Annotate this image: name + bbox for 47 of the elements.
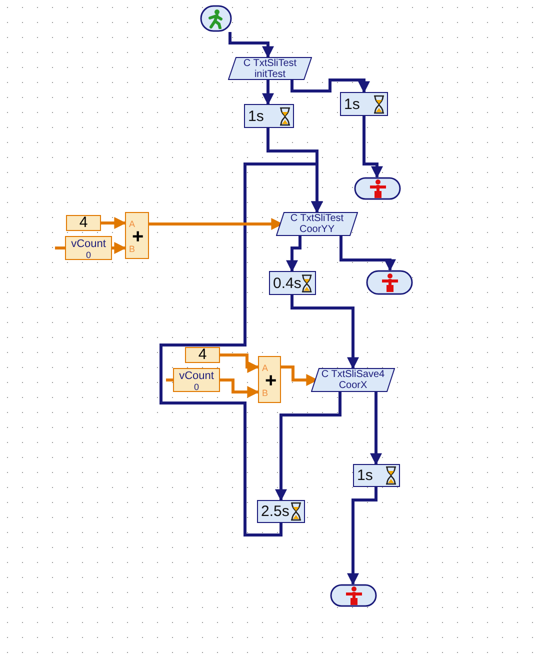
variable-box	[65, 236, 112, 260]
connector	[55, 246, 65, 250]
wait-time: 1s	[248, 108, 264, 124]
subprogram-name: CoorX	[338, 380, 368, 391]
connector	[275, 392, 342, 502]
connector	[290, 78, 370, 94]
wait-time: 1s	[344, 96, 360, 112]
input-port-label: A	[129, 219, 136, 229]
wait-block	[340, 92, 388, 116]
wait-time: 1s	[357, 467, 373, 484]
subprogram-name: initTest	[253, 69, 287, 80]
variable-box	[173, 368, 220, 392]
wait-time: 0.4s	[273, 274, 302, 292]
variable-value: 0	[84, 250, 92, 260]
constant-box: 4	[185, 347, 220, 363]
subprogram-title: C TxtSliTest	[242, 58, 298, 69]
connector	[362, 116, 383, 178]
constant-box: 4	[66, 215, 101, 231]
connector	[220, 378, 260, 398]
input-port-label: A	[262, 363, 268, 373]
variable-name: vCount	[70, 238, 107, 250]
operator-box	[258, 356, 281, 403]
wait-time: 2.5s	[261, 503, 290, 520]
connector	[262, 80, 274, 106]
variable-value: 0	[192, 382, 200, 392]
connector	[290, 295, 359, 370]
subprogram-name: CoorYY	[298, 224, 336, 235]
connector	[101, 217, 126, 229]
connector	[340, 236, 396, 272]
wait-block	[244, 104, 294, 128]
connector	[160, 162, 323, 536]
subprogram-title: C TxtSliTest	[289, 213, 345, 224]
connector	[112, 242, 126, 254]
wait-block	[269, 271, 316, 295]
input-port-label: B	[262, 388, 268, 398]
connector	[220, 354, 260, 373]
connector	[286, 236, 302, 272]
variable-name: vCount	[178, 370, 215, 382]
input-port-label: B	[129, 244, 136, 254]
connector	[370, 392, 382, 466]
subprogram-title: C TxtSliSave4	[320, 369, 386, 380]
wait-block	[257, 500, 305, 523]
operator-box	[125, 212, 149, 259]
connector	[228, 32, 274, 58]
connector	[166, 378, 173, 382]
wait-block	[353, 464, 400, 487]
connector	[347, 487, 378, 586]
